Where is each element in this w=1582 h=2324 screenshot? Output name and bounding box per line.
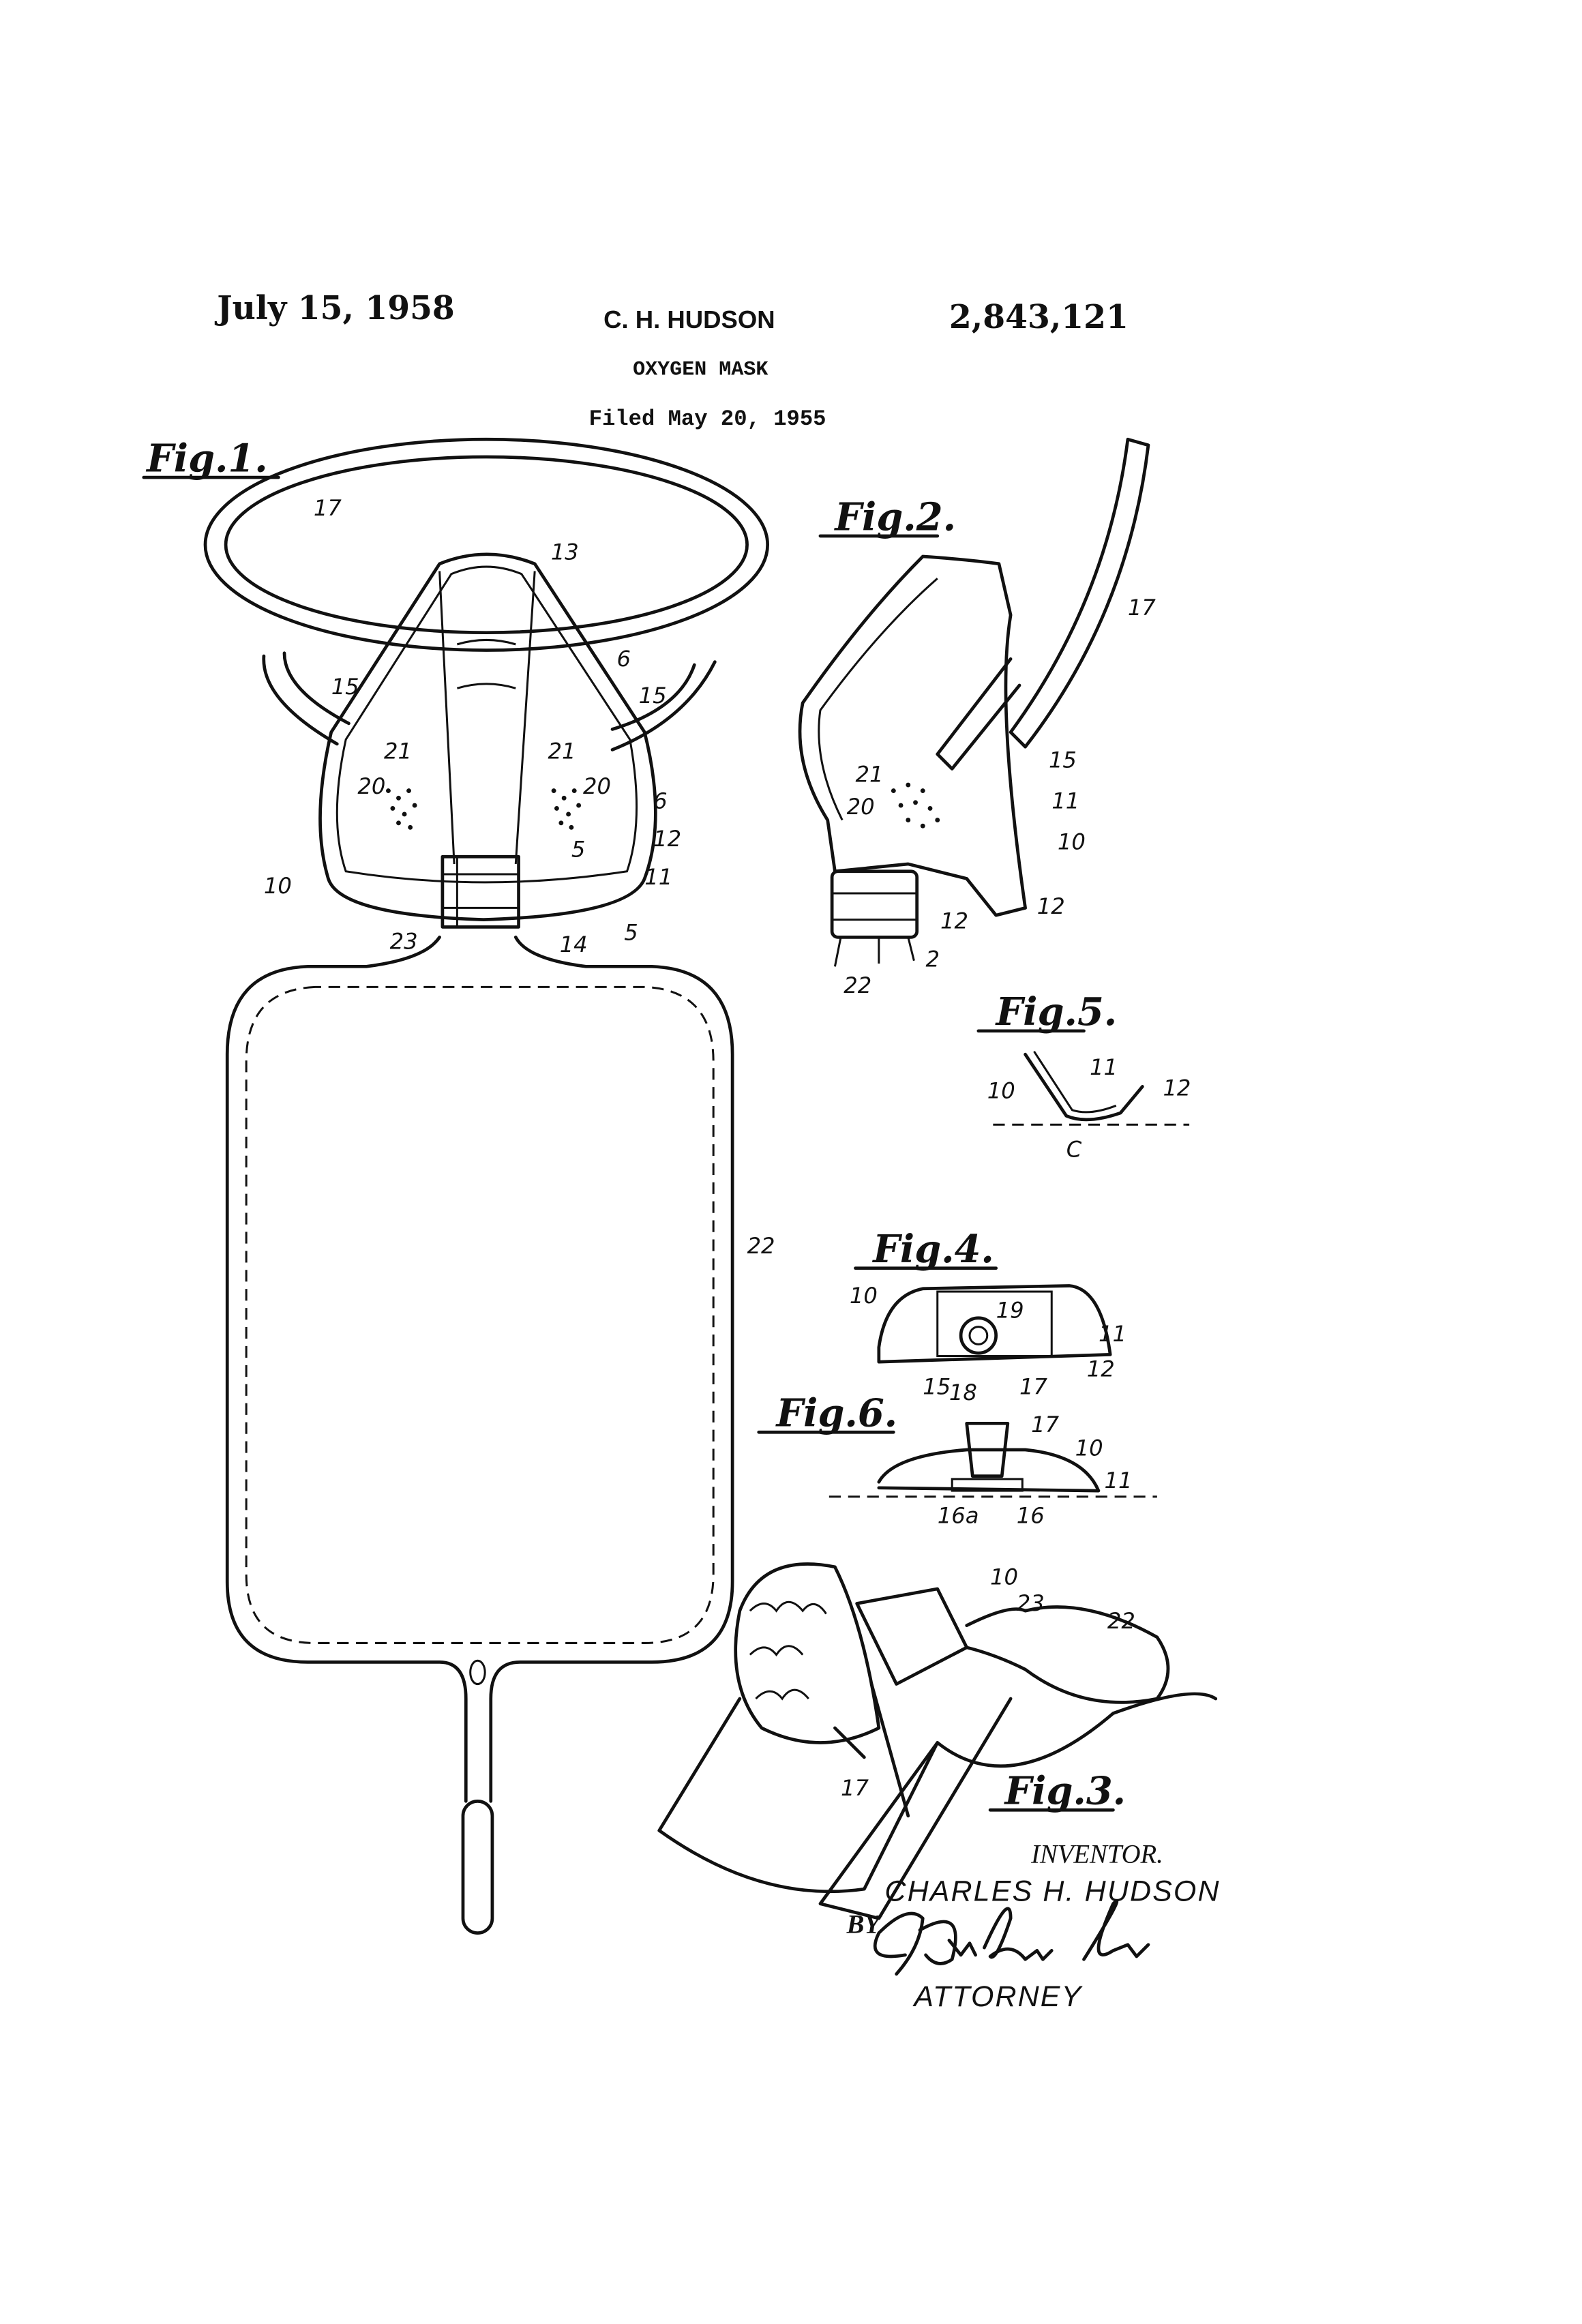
ref-22: 22 <box>1107 1608 1135 1634</box>
fig3-mask <box>857 1589 967 1684</box>
figure-4: Fig.4. 10 19 11 12 15 18 17 <box>850 1227 1126 1405</box>
ref-10: 10 <box>987 1078 1015 1104</box>
ref-C: C <box>1066 1136 1082 1162</box>
ref-6: 6 <box>616 646 631 672</box>
ref-17: 17 <box>314 495 342 521</box>
filed-date: Filed May 20, 1955 <box>589 406 826 432</box>
ref-22: 22 <box>844 972 871 998</box>
fig3-head <box>736 1564 879 1742</box>
patent-date: July 15, 1958 <box>214 290 455 327</box>
figure-1: Fig.1. 17 13 15 15 6 6 <box>144 436 775 1933</box>
ref-17: 17 <box>1019 1373 1047 1399</box>
fig5-caption: Fig.5. <box>995 990 1118 1034</box>
ref-17: 17 <box>1128 595 1156 621</box>
patent-number: 2,843,121 <box>949 299 1129 336</box>
ref-17: 17 <box>841 1775 869 1801</box>
fig2-vent-holes <box>891 783 940 829</box>
ref-19: 19 <box>996 1298 1024 1324</box>
fig4-caption: Fig.4. <box>871 1227 994 1272</box>
fig2-collar <box>832 872 917 938</box>
ref-17: 17 <box>1031 1412 1059 1437</box>
ref-15: 15 <box>639 683 667 709</box>
ref-12: 12 <box>1087 1356 1115 1382</box>
ref-12: 12 <box>1163 1075 1191 1101</box>
figure-2: Fig.2. 17 15 21 20 11 10 12 12 2 22 <box>800 439 1156 998</box>
ref-11: 11 <box>1051 788 1079 814</box>
ref-5: 5 <box>571 836 585 862</box>
headband <box>205 439 768 650</box>
fig2-mask <box>800 556 1026 915</box>
inventor-name: CHARLES H. HUDSON <box>884 1875 1220 1907</box>
figure-5: Fig.5. 10 11 12 C <box>979 990 1191 1162</box>
ref-6: 6 <box>653 788 668 814</box>
ref-11: 11 <box>644 864 672 890</box>
figure-6: Fig.6. 17 10 11 16a 16 <box>759 1392 1157 1529</box>
mask-shell <box>320 554 656 920</box>
ref-14: 14 <box>560 932 588 957</box>
fig3-caption: Fig.3. <box>1004 1770 1126 1814</box>
ref-21: 21 <box>384 738 412 764</box>
ref-15: 15 <box>331 674 359 700</box>
ref-10: 10 <box>1075 1435 1103 1461</box>
ref-13: 13 <box>551 539 579 565</box>
ref-16a: 16a <box>938 1502 979 1528</box>
ref-20: 20 <box>357 773 385 799</box>
ref-10: 10 <box>990 1564 1018 1590</box>
ref-23: 23 <box>390 929 418 955</box>
inventor-short-name: C. H. HUDSON <box>603 306 775 333</box>
ref-12: 12 <box>653 826 681 852</box>
patent-title: OXYGEN MASK <box>633 359 768 382</box>
ref-10: 10 <box>1058 829 1086 855</box>
ref-15: 15 <box>923 1373 951 1399</box>
ref-21: 21 <box>548 738 576 764</box>
ref-21: 21 <box>855 762 883 788</box>
attorney-label: ATTORNEY <box>912 1980 1083 2013</box>
signature-block: INVENTOR. CHARLES H. HUDSON BY ATTORNEY <box>846 1841 1221 2013</box>
ref-11: 11 <box>1105 1468 1133 1493</box>
inventor-label: INVENTOR. <box>1030 1841 1163 1869</box>
fig4-valve <box>961 1318 996 1354</box>
ref-11: 11 <box>1090 1054 1118 1080</box>
bag-tube <box>463 1801 492 1933</box>
ref-5: 5 <box>624 920 638 946</box>
attorney-signature <box>875 1901 1148 1974</box>
ref-20: 20 <box>847 794 875 820</box>
ref-15: 15 <box>1049 747 1077 773</box>
ref-18: 18 <box>949 1380 977 1405</box>
ref-10: 10 <box>264 873 292 899</box>
fig2-strap <box>1011 439 1148 747</box>
fig6-caption: Fig.6. <box>775 1392 898 1436</box>
ref-16: 16 <box>1017 1502 1045 1528</box>
ref-23: 23 <box>1017 1590 1045 1616</box>
ref-11: 11 <box>1099 1321 1126 1347</box>
vent-holes-left <box>386 788 417 830</box>
ref-12: 12 <box>940 908 968 934</box>
ref-10: 10 <box>850 1283 878 1309</box>
ref-20: 20 <box>583 773 611 799</box>
fig4-mask <box>879 1285 1110 1362</box>
fig2-caption: Fig.2. <box>833 495 956 539</box>
ref-2: 2 <box>926 946 940 972</box>
ref-22: 22 <box>747 1233 775 1259</box>
mask-collar <box>443 856 519 927</box>
vent-holes-right <box>552 788 581 830</box>
fig1-caption: Fig.1. <box>145 436 268 481</box>
fig3-bag <box>967 1607 1168 1703</box>
ref-12: 12 <box>1037 893 1065 919</box>
reservoir-bag <box>227 937 732 1801</box>
